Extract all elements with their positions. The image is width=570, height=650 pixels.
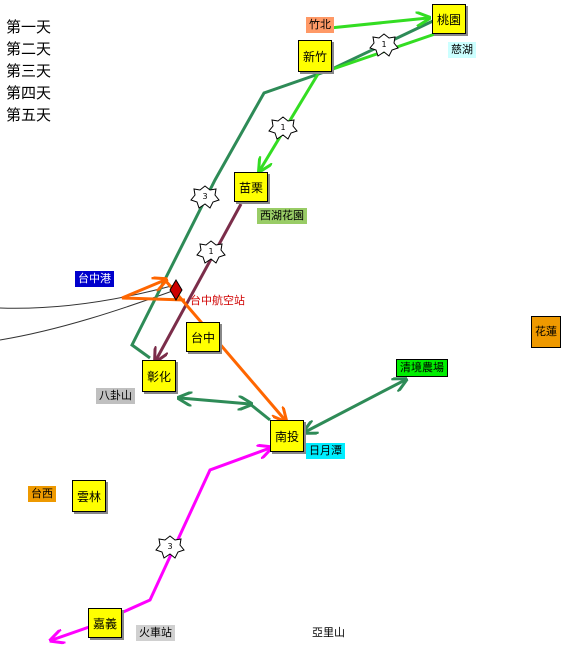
tag-qingjing: 清境農場 (396, 359, 448, 377)
tag-hualien: 花蓮 (531, 316, 561, 348)
route-day4 (163, 279, 285, 420)
legend: 第一天 第二天 第三天 第四天 第五天 (6, 16, 51, 126)
route-day1-top (329, 18, 428, 30)
day-badge: 3 (167, 542, 173, 551)
tag-train-station: 火車站 (136, 625, 175, 641)
day-badge: 1 (381, 40, 387, 49)
plane-icon (169, 279, 183, 301)
route-day3 (52, 448, 270, 640)
tag-sunmoon: 日月潭 (306, 443, 345, 459)
route-day5 (156, 203, 243, 360)
tag-taixi: 台西 (28, 486, 56, 502)
route-day2-changhua (180, 398, 250, 404)
star-badge-icon (196, 240, 226, 264)
legend-item: 第五天 (6, 106, 52, 124)
legend-item: 第二天 (6, 40, 52, 58)
tag-taichung-port: 台中港 (75, 271, 114, 287)
tag-xihu-garden: 西湖花園 (257, 208, 307, 224)
coastline-line (0, 288, 179, 341)
city-taichung[interactable]: 台中 (186, 322, 220, 352)
city-chiayi[interactable]: 嘉義 (88, 608, 122, 638)
route-day2-nantou (249, 402, 271, 422)
route-day2-main (130, 18, 436, 360)
coastline-line (0, 284, 176, 309)
city-taoyuan[interactable]: 桃園 (432, 4, 466, 34)
legend-item: 第三天 (6, 62, 52, 80)
city-changhua[interactable]: 彰化 (142, 360, 176, 392)
legend-item: 第四天 (6, 84, 52, 102)
legend-item: 第一天 (6, 18, 52, 36)
day-badge: 1 (208, 247, 214, 256)
day-badge: 1 (280, 123, 286, 132)
city-hsinchu[interactable]: 新竹 (298, 40, 332, 72)
city-yunlin[interactable]: 雲林 (72, 480, 106, 512)
route-day4-port (121, 280, 186, 302)
tag-bagua: 八卦山 (96, 388, 135, 404)
tag-airport: 台中航空站 (190, 294, 245, 307)
star-badge-icon (190, 185, 220, 209)
day-badge: 3 (202, 192, 208, 201)
city-miaoli[interactable]: 苗栗 (234, 172, 268, 202)
city-nantou[interactable]: 南投 (270, 420, 304, 452)
star-badge-icon (369, 33, 399, 57)
tag-alishan: 亞里山 (312, 626, 345, 639)
star-badge-icon (268, 116, 298, 140)
star-badge-icon (155, 535, 185, 559)
route-day2-qingjing (305, 380, 405, 432)
tag-zhubei: 竹北 (306, 17, 334, 33)
tag-cihu: 慈湖 (448, 42, 476, 58)
